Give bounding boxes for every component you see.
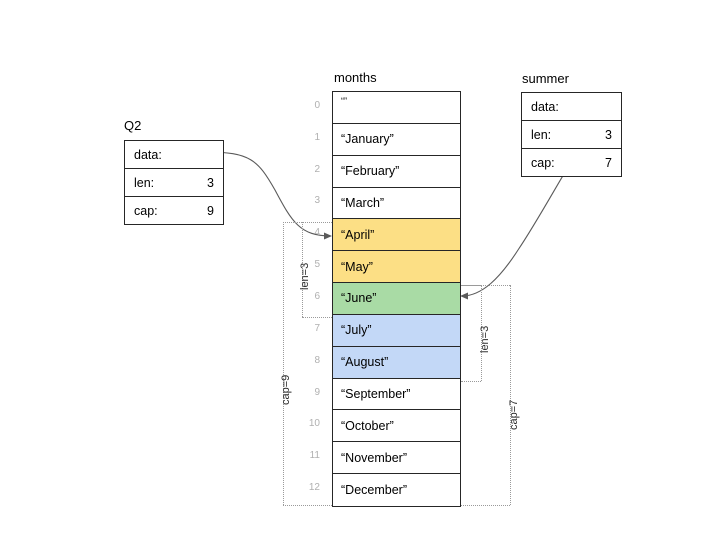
- months-cell-7: “July”: [333, 314, 460, 347]
- summer-len-bracket-bottom: [461, 381, 481, 382]
- summer-cap-bracket-bottom: [461, 505, 510, 506]
- q2-cap-bracket-label: cap=9: [280, 374, 292, 405]
- months-cell-value: “August”: [341, 355, 389, 370]
- months-cell-12: “December”: [333, 474, 460, 506]
- months-cell-value: “March”: [341, 195, 385, 210]
- months-cell-value: “April”: [341, 227, 375, 242]
- q2-cap-bracket-top: [283, 222, 332, 223]
- months-cell-value: “September”: [341, 387, 411, 402]
- q2-len-bracket-label: len=3: [299, 262, 311, 290]
- months-cell-value: “February”: [341, 164, 400, 179]
- months-index-10: 10: [308, 418, 320, 430]
- months-cell-value: “December”: [341, 483, 407, 498]
- q2-len-bracket-bottom: [302, 317, 332, 318]
- summer-struct: data: len: 3 cap: 7: [521, 92, 622, 177]
- summer-row-cap: cap: 7: [522, 149, 621, 177]
- q2-field-name: len:: [134, 175, 155, 190]
- q2-cap-bracket-line: [283, 222, 284, 505]
- months-cell-3: “March”: [333, 187, 460, 220]
- months-index-6: 6: [314, 291, 320, 303]
- summer-field-name: len:: [531, 127, 552, 142]
- summer-len-bracket-line: [481, 285, 482, 381]
- q2-row-len: len: 3: [125, 169, 223, 197]
- summer-len-bracket-label: len=3: [479, 325, 491, 353]
- q2-row-data: data:: [125, 141, 223, 169]
- months-cell-11: “November”: [333, 442, 460, 475]
- summer-cap-bracket-line: [510, 285, 511, 505]
- months-cell-10: “October”: [333, 410, 460, 443]
- summer-label: summer: [522, 71, 569, 86]
- months-index-0: 0: [314, 99, 320, 111]
- months-cell-0: “”: [333, 92, 460, 124]
- months-cell-value: “November”: [341, 450, 407, 465]
- months-cell-1: “January”: [333, 123, 460, 156]
- summer-row-data: data:: [522, 93, 621, 121]
- months-index-3: 3: [314, 195, 320, 207]
- months-index-1: 1: [314, 131, 320, 143]
- months-cell-4: “April”: [333, 219, 460, 252]
- months-array-label: months: [334, 70, 377, 85]
- months-cell-2: “February”: [333, 155, 460, 188]
- summer-cap-bracket-label: cap=7: [508, 399, 520, 430]
- months-cell-9: “September”: [333, 378, 460, 411]
- months-cell-value: “October”: [341, 418, 394, 433]
- months-cell-8: “August”: [333, 346, 460, 379]
- q2-field-value: 9: [207, 204, 214, 218]
- months-index-4: 4: [314, 227, 320, 239]
- q2-data-pointer-curve: [205, 151, 332, 237]
- months-index-8: 8: [314, 354, 320, 366]
- summer-row-len: len: 3: [522, 121, 621, 149]
- summer-cap-bracket-top: [461, 285, 510, 286]
- months-cell-5: “May”: [333, 251, 460, 284]
- months-index-5: 5: [314, 259, 320, 271]
- months-index-9: 9: [314, 386, 320, 398]
- months-cell-value: “May”: [341, 259, 373, 274]
- months-cell-value: “”: [341, 96, 347, 106]
- months-cell-value: “July”: [341, 323, 372, 338]
- months-cell-value: “June”: [341, 291, 377, 306]
- q2-field-name: data:: [134, 147, 162, 162]
- months-index-2: 2: [314, 163, 320, 175]
- q2-data-arrowhead: [324, 232, 332, 240]
- months-index-7: 7: [314, 322, 320, 334]
- q2-cap-bracket-bottom: [283, 505, 332, 506]
- months-index-11: 11: [309, 450, 320, 462]
- months-index-12: 12: [308, 482, 320, 494]
- summer-field-name: data:: [531, 99, 559, 114]
- months-array: “” “January” “February” “March” “April” “May”…: [332, 91, 461, 507]
- summer-field-value: 3: [605, 127, 612, 142]
- summer-data-arrowhead: [460, 292, 468, 300]
- q2-field-name: cap:: [134, 204, 158, 218]
- q2-label: Q2: [124, 118, 142, 133]
- q2-struct: data: len: 3 cap: 9: [124, 140, 224, 225]
- months-cell-value: “January”: [341, 132, 394, 147]
- q2-row-cap: cap: 9: [125, 197, 223, 225]
- q2-len-bracket-line: [302, 222, 303, 317]
- q2-field-value: 3: [207, 175, 214, 190]
- months-cell-6: “June”: [333, 283, 460, 315]
- summer-field-value: 7: [605, 156, 612, 170]
- summer-field-name: cap:: [531, 156, 555, 170]
